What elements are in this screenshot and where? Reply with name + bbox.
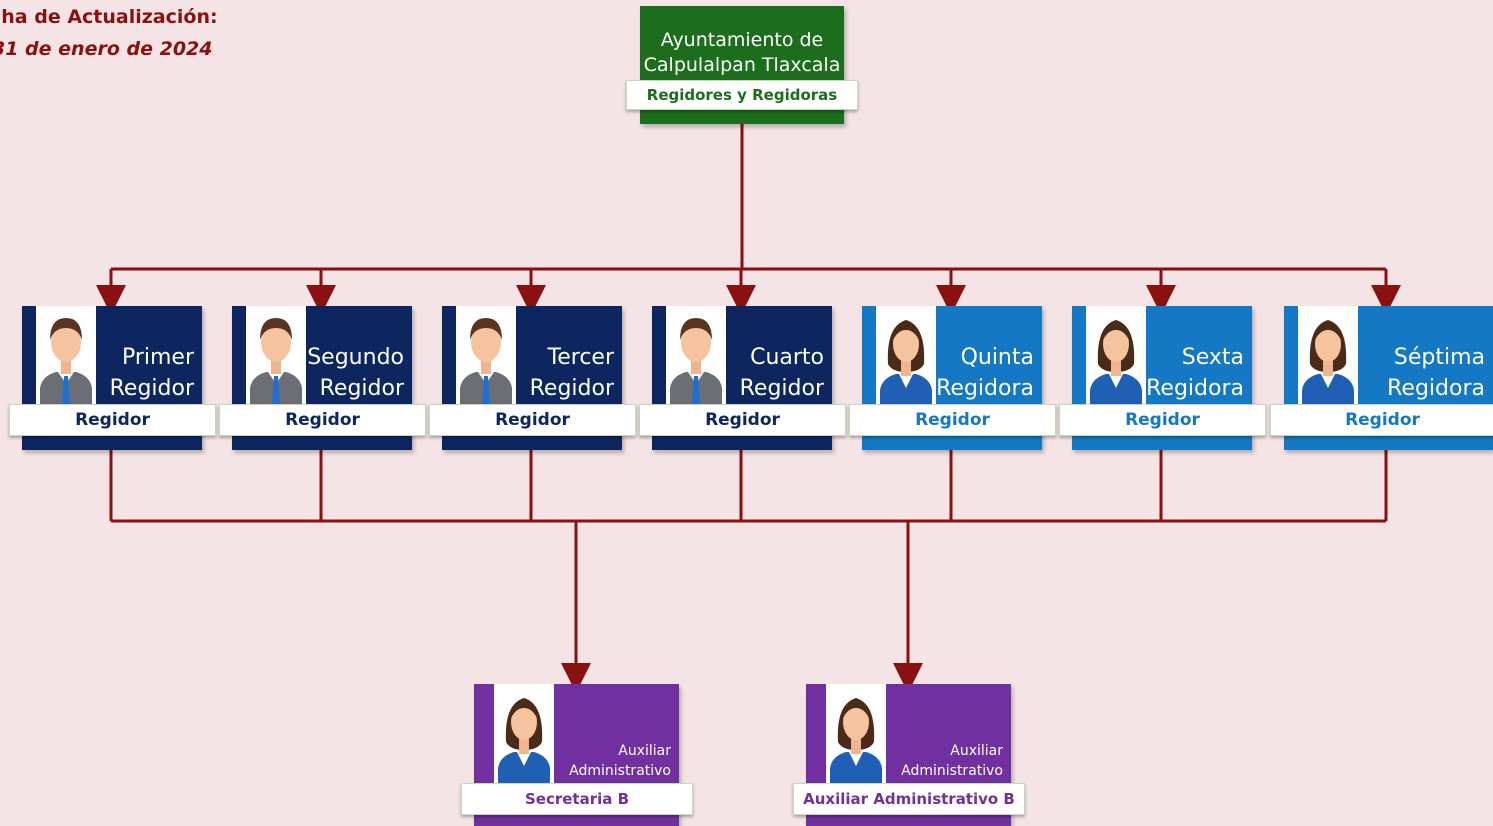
regidor-title-line2: Regidora [1146, 376, 1244, 401]
male-avatar-icon [666, 306, 726, 406]
regidor-title-line1: Segundo [307, 345, 404, 370]
regidor-title-line2: Regidor [529, 376, 614, 401]
female-avatar-icon [1086, 306, 1146, 406]
female-avatar-icon [490, 684, 558, 784]
regidor-title: Séptima Regidora [1387, 342, 1485, 404]
regidor-label: Regidor [1059, 404, 1266, 436]
auxiliar-title-line2: Administrativo [901, 763, 1003, 779]
regidor-title: Segundo Regidor [307, 342, 404, 404]
auxiliar-label: Auxiliar Administrativo B [793, 783, 1025, 815]
regidor-label: Regidor [9, 404, 216, 436]
regidor-title-line1: Séptima [1393, 345, 1485, 370]
regidor-title-line2: Regidor [109, 376, 194, 401]
regidor-title: Tercer Regidor [530, 342, 614, 404]
female-avatar-icon [876, 306, 936, 406]
auxiliar-title-line1: Auxiliar [618, 743, 671, 759]
auxiliar-title-line2: Administrativo [569, 763, 671, 779]
regidor-title: Primer Regidor [110, 342, 194, 404]
regidor-label: Regidor [219, 404, 426, 436]
ayuntamiento-label: Regidores y Regidoras [626, 80, 858, 110]
regidor-title-line1: Cuarto [750, 345, 824, 370]
male-avatar-icon [36, 306, 96, 406]
regidor-title-line2: Regidora [936, 376, 1034, 401]
regidor-title-line2: Regidor [739, 376, 824, 401]
regidor-title-line1: Primer [121, 345, 194, 370]
auxiliar-title: Auxiliar Administrativo [901, 741, 1003, 781]
regidor-title: Quinta Regidora [936, 342, 1034, 404]
ayuntamiento-title-line2: Calpulalpan Tlaxcala [643, 54, 841, 76]
female-avatar-icon [1298, 306, 1358, 406]
auxiliar-title-line1: Auxiliar [950, 743, 1003, 759]
regidor-label: Regidor [639, 404, 846, 436]
regidor-title-line1: Quinta [960, 345, 1034, 370]
update-date: 31 de enero de 2024 [0, 38, 213, 60]
regidor-title: Cuarto Regidor [740, 342, 824, 404]
regidor-label: Regidor [849, 404, 1056, 436]
update-label: cha de Actualización: [0, 6, 218, 28]
regidor-title-line1: Sexta [1181, 345, 1244, 370]
ayuntamiento-title-line1: Ayuntamiento de [660, 29, 824, 51]
regidor-title-line2: Regidora [1387, 376, 1485, 401]
ayuntamiento-title: Ayuntamiento de Calpulalpan Tlaxcala [640, 28, 844, 78]
regidor-label: Regidor [429, 404, 636, 436]
male-avatar-icon [456, 306, 516, 406]
regidor-label: Regidor [1270, 404, 1493, 436]
auxiliar-title: Auxiliar Administrativo [569, 741, 671, 781]
regidor-title-line1: Tercer [547, 345, 614, 370]
male-avatar-icon [246, 306, 306, 406]
auxiliar-label: Secretaria B [461, 783, 693, 815]
regidor-title-line2: Regidor [319, 376, 404, 401]
regidor-title: Sexta Regidora [1146, 342, 1244, 404]
female-avatar-icon [822, 684, 890, 784]
